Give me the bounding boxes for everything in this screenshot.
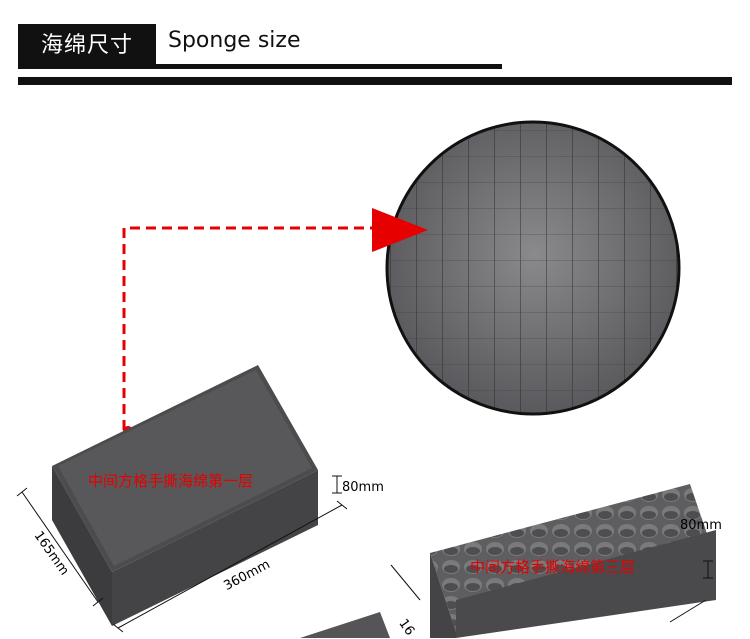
sponge-layer-2-partial xyxy=(300,612,390,638)
section-header: 海绵尺寸 Sponge size xyxy=(18,24,750,86)
zoom-circle-border xyxy=(385,120,681,416)
header-rule-thin xyxy=(18,64,502,69)
pointer-arrowhead xyxy=(372,208,428,252)
section-title-en: Sponge size xyxy=(168,28,301,53)
dimension-lines-3 xyxy=(390,560,713,623)
layer-1-label: 中间方格手撕海绵第一层 xyxy=(88,472,254,490)
header-rule-thick xyxy=(18,77,732,85)
layer-3-label: 中间方格手撕海绵第三层 xyxy=(470,558,636,576)
layer-1-height-dimension: 80mm xyxy=(342,480,384,495)
dimension-lines-1 xyxy=(16,475,348,633)
layer-3-height-dimension: 80mm xyxy=(680,518,722,533)
section-title-cn: 海绵尺寸 xyxy=(18,24,156,68)
zoom-circle xyxy=(387,122,679,414)
pointer-line xyxy=(122,226,380,430)
sponge-layer-3 xyxy=(430,484,716,638)
sponge-layer-1 xyxy=(52,365,318,626)
